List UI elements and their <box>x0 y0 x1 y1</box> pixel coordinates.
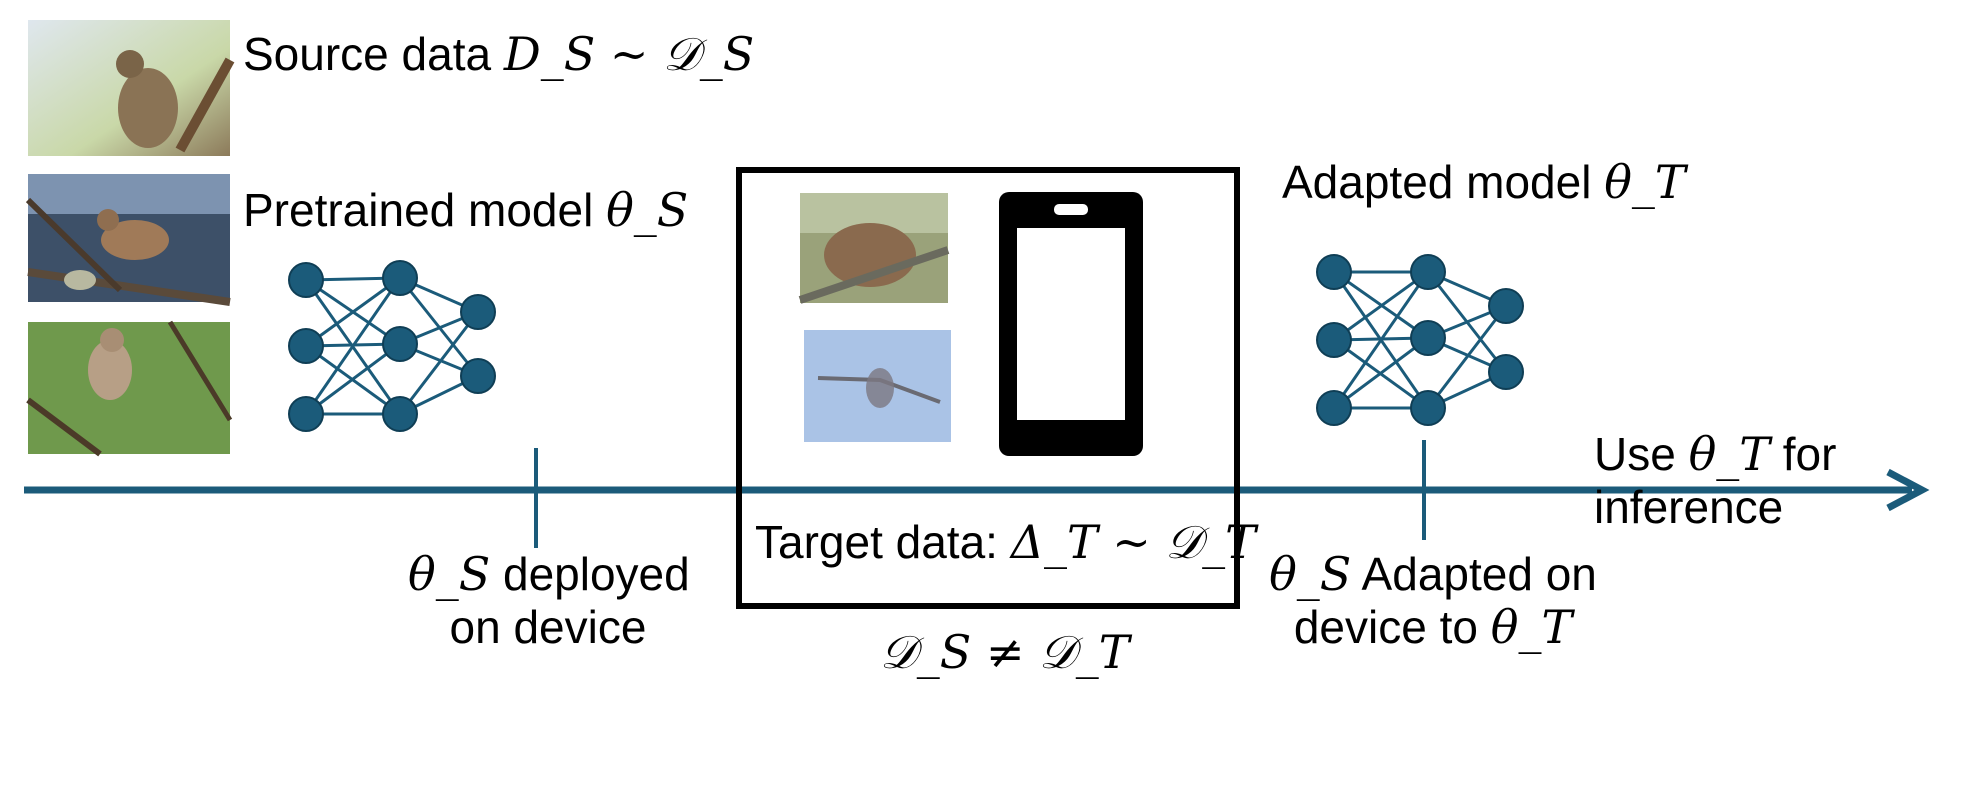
use-for-inference-label: Use θ_T for inference <box>1594 427 1837 533</box>
pretrained-model-label: Pretrained model θ_S <box>243 183 689 237</box>
deploy-label: θ_S deployed on device <box>408 547 690 653</box>
target-bird-photo-1 <box>798 193 950 304</box>
timeline-arrowhead <box>1886 468 1930 512</box>
bird-photo-3 <box>26 320 233 457</box>
neural-network-nodes <box>288 260 496 432</box>
adapted-model-label: Adapted model θ_T <box>1282 155 1686 209</box>
adapted-neural-network-nodes <box>1316 254 1524 426</box>
target-data-box <box>736 167 1240 609</box>
bird-photo-2 <box>25 174 231 306</box>
target-bird-photo-2 <box>804 330 951 442</box>
adapt-label: θ_S Adapted on device to θ_T <box>1269 547 1597 654</box>
distribution-inequality-label: 𝒟_S ≠ 𝒟_T <box>880 625 1130 679</box>
smartphone-icon <box>999 192 1143 456</box>
bird-photo-1 <box>28 20 235 156</box>
source-data-label: Source data D_S ~ 𝒟_S <box>243 27 755 81</box>
target-data-label: Target data: Δ_T ~ 𝒟_T <box>755 515 1256 569</box>
